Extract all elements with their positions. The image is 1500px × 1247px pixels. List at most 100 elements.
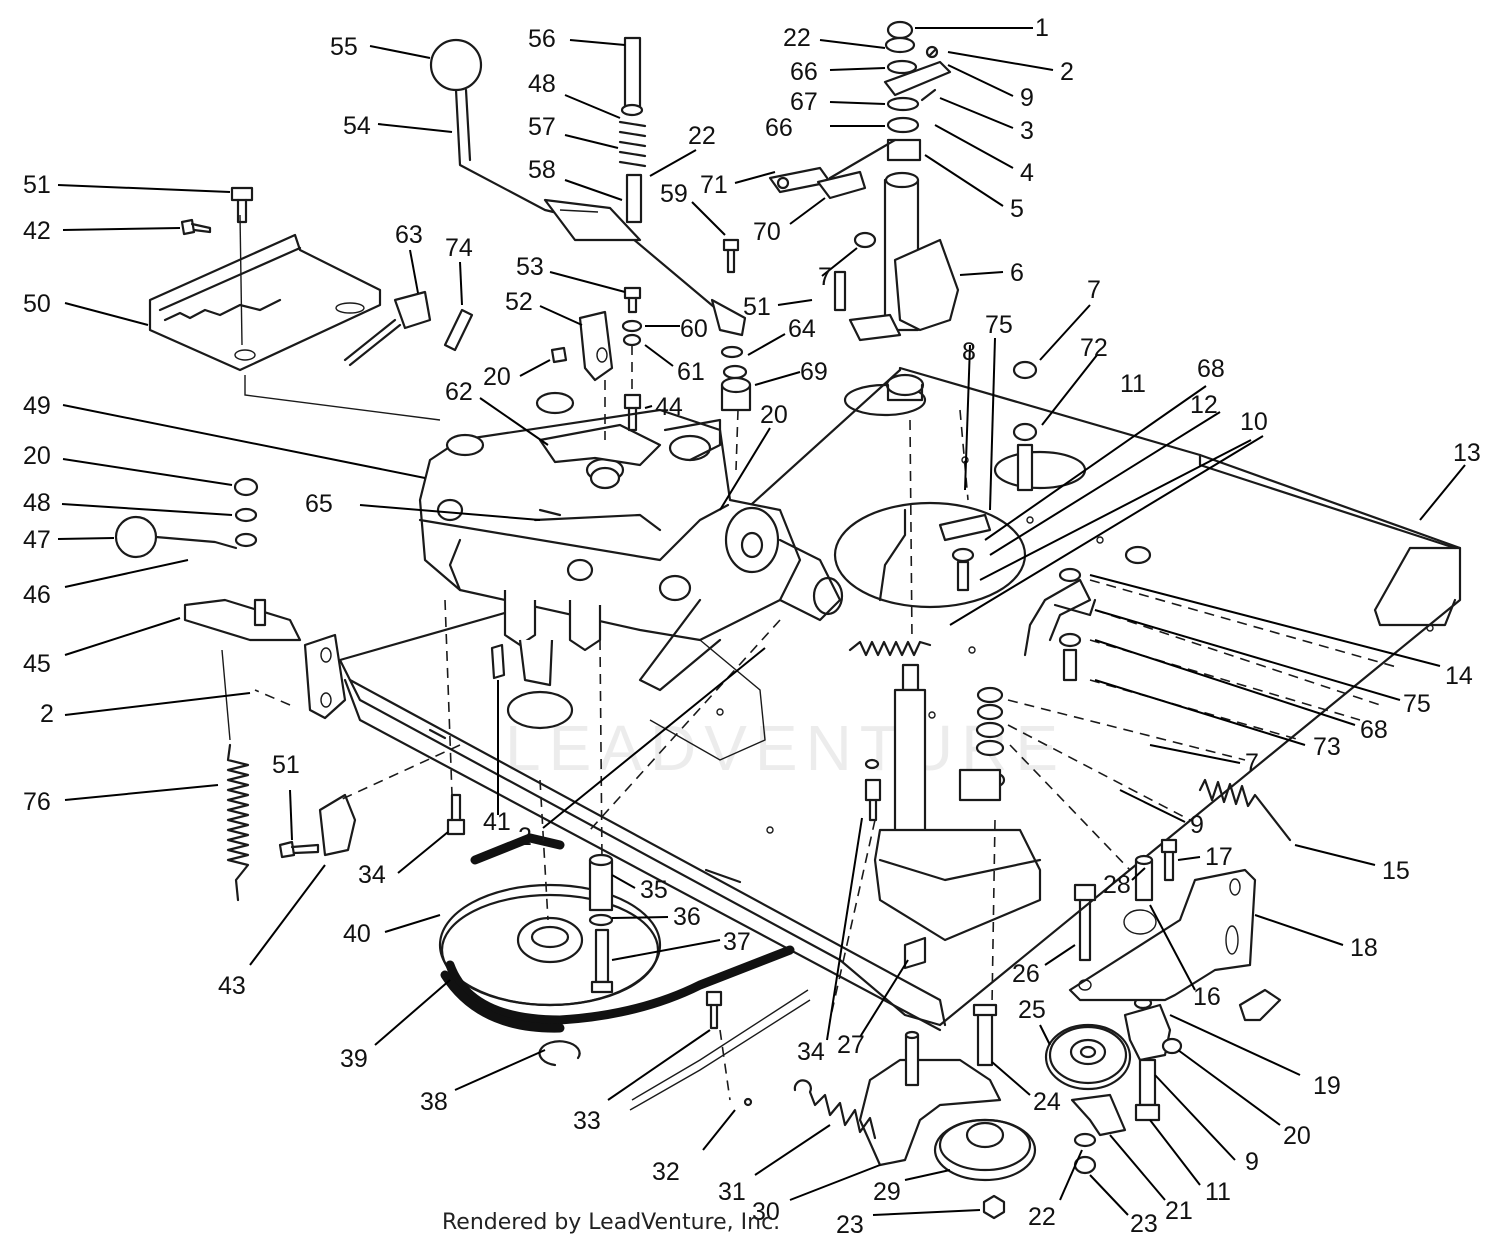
clip-21 (1070, 1093, 1127, 1175)
callout-8: 8 (962, 338, 976, 366)
callout-62: 62 (445, 378, 473, 406)
callout-15: 15 (1382, 857, 1410, 885)
callout-27: 27 (837, 1031, 865, 1059)
frame-side-rail (343, 678, 942, 1032)
bracket-14 (1023, 545, 1152, 682)
callout-7: 7 (1245, 749, 1259, 777)
callout-52: 52 (505, 288, 533, 316)
callout-37: 37 (723, 928, 751, 956)
callout-72: 72 (1080, 334, 1108, 362)
callout-labels: 1 2 9 3 4 5 22 66 67 66 71 70 56 48 57 2… (23, 14, 1481, 1239)
callout-45: 45 (23, 650, 51, 678)
bolts-16-17-26-28 (1073, 838, 1282, 1022)
callout-30: 30 (752, 1198, 780, 1226)
callout-51: 51 (743, 293, 771, 321)
callout-9: 9 (1190, 811, 1204, 839)
callout-70: 70 (753, 218, 781, 246)
callout-64: 64 (788, 315, 816, 343)
callout-59: 59 (660, 180, 688, 208)
drag-link (768, 138, 897, 200)
callout-40: 40 (343, 920, 371, 948)
callout-33: 33 (573, 1107, 601, 1135)
speed-control-lever (114, 477, 347, 720)
callout-2: 2 (518, 823, 532, 851)
key-41 (490, 643, 506, 680)
callout-4: 4 (1020, 159, 1034, 187)
callout-10: 10 (1240, 408, 1268, 436)
callout-76: 76 (23, 788, 51, 816)
callout-39: 39 (340, 1045, 368, 1073)
drive-belt (440, 833, 795, 1033)
callout-11: 11 (1120, 370, 1146, 398)
callout-32: 32 (652, 1158, 680, 1186)
callout-61: 61 (677, 358, 705, 386)
nut-23 (982, 1194, 1006, 1220)
callout-21: 21 (1165, 1197, 1193, 1225)
hardware-dash-lines (254, 345, 1401, 1101)
callout-44: 44 (655, 393, 683, 421)
callout-5: 5 (1010, 195, 1024, 223)
shift-plate-bracket (148, 214, 441, 421)
bolt-72-11 (1012, 360, 1038, 492)
callout-43: 43 (218, 972, 246, 1000)
callout-50: 50 (23, 290, 51, 318)
callout-71: 71 (700, 171, 728, 199)
callout-63: 63 (395, 221, 423, 249)
steering-column (848, 20, 960, 402)
callout-68: 68 (1197, 355, 1225, 383)
deck-cutout (506, 383, 1087, 730)
callout-54: 54 (343, 112, 371, 140)
callout-22: 22 (783, 24, 811, 52)
callout-41: 41 (483, 808, 511, 836)
callout-75: 75 (1403, 690, 1431, 718)
callout-9: 9 (1245, 1148, 1259, 1176)
callout-12: 12 (1190, 391, 1218, 419)
bolt-34-left (446, 793, 466, 836)
callout-49: 49 (23, 392, 51, 420)
callout-23: 23 (836, 1211, 864, 1239)
callout-7: 7 (1087, 276, 1101, 304)
callout-74: 74 (445, 234, 473, 262)
callout-9: 9 (1020, 84, 1034, 112)
callout-6: 6 (1010, 259, 1024, 287)
callout-20: 20 (483, 363, 511, 391)
spring-76 (221, 649, 250, 902)
callout-25: 25 (1018, 996, 1046, 1024)
callout-18: 18 (1350, 934, 1378, 962)
callout-34: 34 (797, 1038, 825, 1066)
callout-42: 42 (23, 217, 51, 245)
bolt-51-plate (180, 186, 254, 236)
rod-32-33 (629, 989, 811, 1111)
callout-3: 3 (1020, 117, 1034, 145)
shift-spring-stack (618, 36, 647, 224)
spring-10 (848, 640, 932, 657)
callout-1: 1 (1035, 14, 1049, 42)
callout-57: 57 (528, 113, 556, 141)
callout-65: 65 (305, 490, 333, 518)
idler-pulley-25 (1044, 1023, 1132, 1091)
callout-13: 13 (1453, 439, 1481, 467)
callout-68: 68 (1360, 716, 1388, 744)
callout-66: 66 (765, 114, 793, 142)
callout-20: 20 (23, 442, 51, 470)
callout-7: 7 (818, 263, 832, 291)
callout-31: 31 (718, 1178, 746, 1206)
callout-36: 36 (673, 903, 701, 931)
callout-51: 51 (23, 171, 51, 199)
callout-17: 17 (1205, 843, 1233, 871)
callout-leaders (57, 27, 1466, 1216)
callout-28: 28 (1103, 871, 1131, 899)
shift-lever (429, 38, 747, 337)
lower-steering-shaft (873, 663, 1042, 942)
callout-20: 20 (760, 401, 788, 429)
callout-29: 29 (873, 1178, 901, 1206)
snap-ring-38 (538, 1040, 581, 1067)
shift-bracket (550, 286, 643, 382)
callout-22: 22 (688, 122, 716, 150)
idler-arm-30 (858, 1030, 1002, 1167)
callout-46: 46 (23, 581, 51, 609)
bracket-43 (278, 793, 357, 859)
gearbox-bracket (538, 393, 662, 490)
callout-19: 19 (1313, 1072, 1341, 1100)
callout-60: 60 (680, 315, 708, 343)
